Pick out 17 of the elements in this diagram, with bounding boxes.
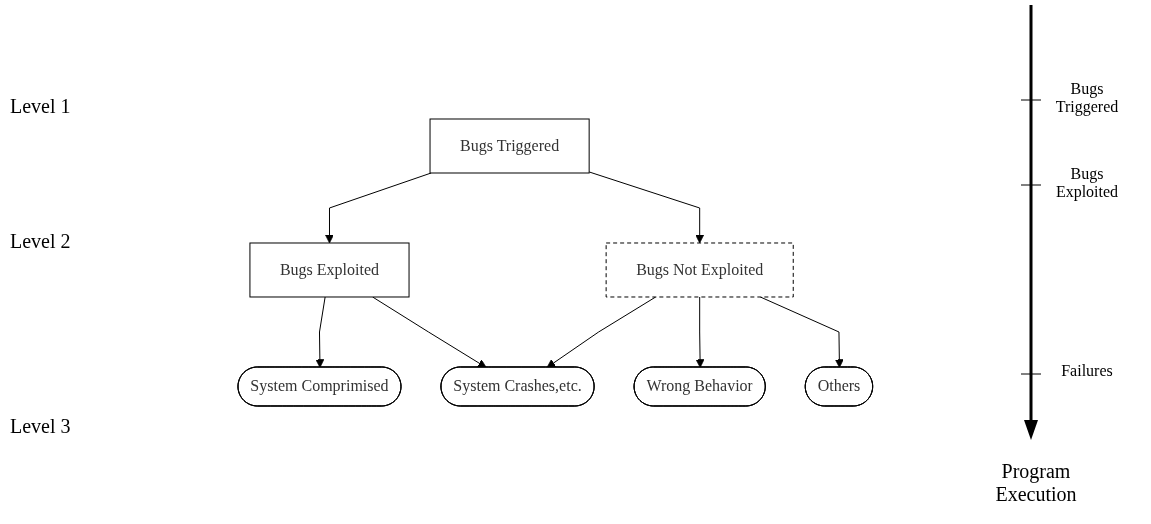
axis-title: Program Execution [994, 460, 1078, 506]
arrow [372, 296, 487, 368]
level-label: Level 3 [10, 415, 71, 438]
node-box: Bugs Exploited [249, 242, 410, 297]
axis-tick-label: Bugs Exploited [1054, 165, 1120, 201]
node-box: Bugs Not Exploited [605, 242, 794, 297]
node-box: Bugs Triggered [429, 118, 590, 173]
level-label: Level 1 [10, 95, 71, 118]
arrow [760, 296, 844, 368]
arrow [546, 296, 657, 368]
axis-tick-label: Bugs Triggered [1054, 80, 1120, 116]
level-label: Level 2 [10, 230, 71, 253]
axis-tick-label: Failures [1060, 362, 1114, 380]
arrow [695, 296, 705, 368]
arrow [588, 170, 705, 243]
arrow [325, 172, 432, 243]
arrow [315, 296, 326, 368]
